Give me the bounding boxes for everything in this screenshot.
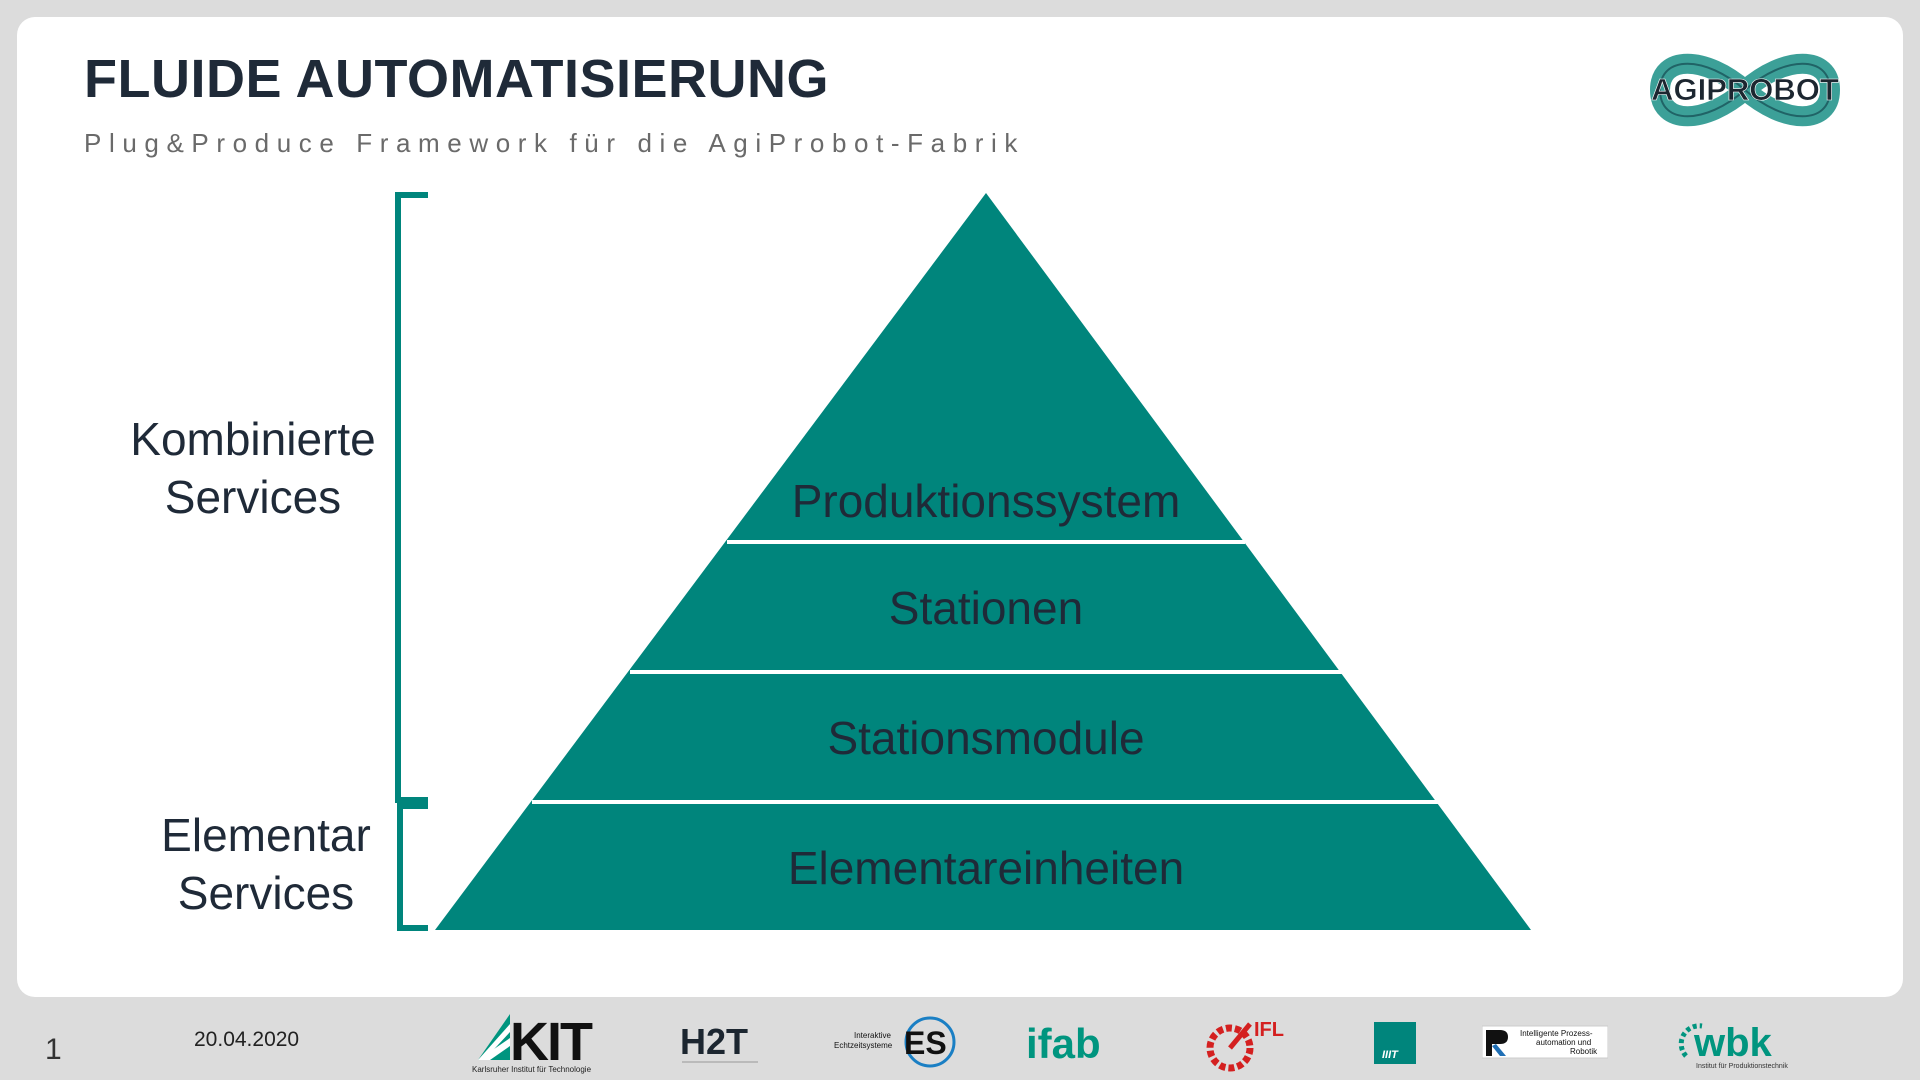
pyramid-level-label: Stationen <box>889 582 1083 634</box>
es-logo-text: ES <box>904 1025 947 1061</box>
ifab-logo-text: ifab <box>1026 1020 1101 1066</box>
pyramid-level-label: Elementareinheiten <box>788 842 1184 894</box>
ifab-logo: ifab <box>1026 1020 1101 1066</box>
iiit-logo-text: IIIT <box>1382 1049 1399 1061</box>
page-number: 1 <box>45 1033 62 1066</box>
ipr-logo-line2: automation und <box>1536 1038 1591 1047</box>
ipr-logo: Intelligente Prozess- automation und Rob… <box>1482 1025 1608 1059</box>
es-logo-label1: Interaktive <box>854 1031 891 1040</box>
agiprobot-logo: AGIPROBOT <box>1649 53 1841 127</box>
ifl-logo-text: IFL <box>1254 1019 1284 1041</box>
bracket-elementar <box>397 803 428 931</box>
pyramid-level-label: Stationsmodule <box>827 712 1144 764</box>
group-label-kombinierte-line2: Services <box>165 471 341 523</box>
slide-title: FLUIDE AUTOMATISIERUNG <box>84 49 829 109</box>
es-logo-label2: Echtzeitsysteme <box>834 1041 893 1050</box>
pyramid-body <box>435 193 1531 930</box>
group-label-kombinierte-line1: Kombinierte <box>130 413 375 465</box>
group-label-elementar-line2: Services <box>178 867 354 919</box>
ifl-logo: IFL <box>1206 1019 1284 1072</box>
kit-logo-text: KIT <box>510 1012 593 1072</box>
bracket-kombinierte <box>395 192 428 803</box>
iiit-logo: IIIT <box>1374 1022 1416 1064</box>
kit-logo-subtitle: Karlsruher Institut für Technologie <box>472 1065 592 1074</box>
footer-date: 20.04.2020 <box>194 1028 300 1051</box>
agiprobot-logo-text: AGIPROBOT <box>1651 72 1839 107</box>
slide-subtitle: Plug&Produce Framework für die AgiProbot… <box>84 128 1026 158</box>
wbk-logo-subtitle: Institut für Produktionstechnik <box>1696 1063 1788 1070</box>
pyramid-level-label: Produktionssystem <box>792 475 1181 527</box>
h2t-logo: H2T <box>680 1021 758 1063</box>
es-logo: Interaktive Echtzeitsysteme ES <box>834 1016 956 1068</box>
group-label-elementar-line1: Elementar <box>161 809 371 861</box>
h2t-logo-text: H2T <box>680 1021 748 1062</box>
wbk-logo-text: wbk <box>1693 1021 1773 1065</box>
wbk-logo: wbk Institut für Produktionstechnik <box>1678 1021 1788 1070</box>
ipr-logo-line3: Robotik <box>1570 1047 1598 1056</box>
kit-logo: KIT Karlsruher Institut für Technologie <box>472 1012 595 1074</box>
ipr-logo-line1: Intelligente Prozess- <box>1520 1029 1593 1038</box>
